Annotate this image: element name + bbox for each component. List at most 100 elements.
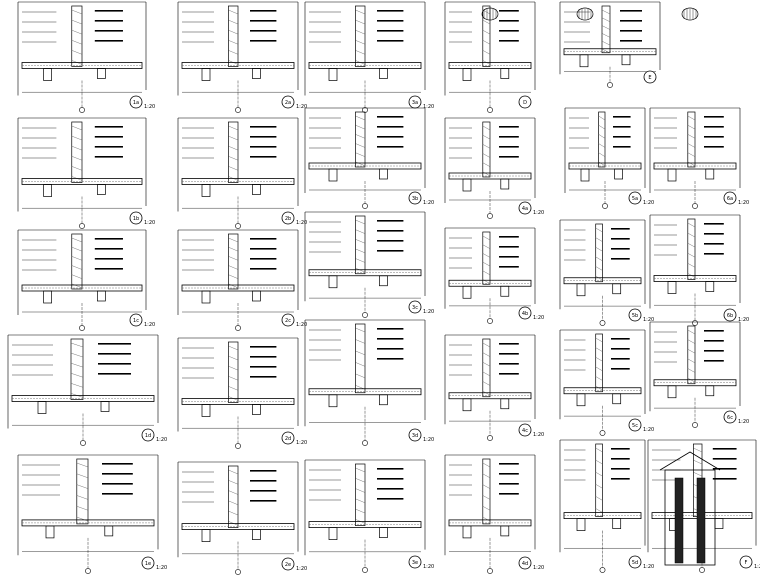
axis-bubble: [487, 318, 493, 324]
annotation-text-mark: [377, 498, 404, 500]
detail-tag-circle: [518, 95, 532, 109]
beam: [612, 518, 622, 529]
annotation-text-mark: [377, 136, 404, 138]
beam: [43, 184, 52, 197]
wall-hatch: [595, 227, 603, 233]
annotation-text-mark: [377, 328, 404, 330]
detail-tag: 5a: [632, 196, 638, 202]
wall-hatch: [601, 40, 611, 46]
annotation-text-mark: [94, 268, 123, 270]
detail-tag: 4c: [522, 428, 528, 434]
axis-bubble: [699, 567, 705, 573]
detail-scale: 1:20: [156, 565, 167, 571]
wall-hatch: [71, 19, 83, 25]
annotation-text-mark: [377, 348, 404, 350]
wall-hatch: [355, 258, 366, 263]
detail-tag: D: [523, 100, 527, 106]
wall-hatch: [228, 469, 239, 475]
detail-scale: 1:20: [296, 322, 307, 328]
detail-tag-circle: [518, 556, 532, 570]
annotation-text-mark: [250, 490, 277, 492]
beam: [201, 184, 211, 197]
wall-hatch: [228, 166, 239, 171]
wall: [228, 5, 239, 67]
wall-hatch: [71, 9, 83, 15]
detail-3a: 3a1:20: [304, 1, 434, 113]
beam: [379, 394, 388, 406]
detail-tag: 4a: [522, 206, 528, 212]
annotation-text-mark: [499, 146, 519, 148]
wall-hatch: [482, 362, 491, 367]
annotation-text-mark: [712, 478, 737, 480]
beam: [462, 398, 472, 412]
axis-bubble: [362, 203, 368, 209]
wall-hatch: [228, 19, 239, 25]
wall: [601, 5, 611, 54]
detail-tag-circle: [739, 555, 753, 569]
wall-hatch: [482, 50, 491, 55]
annotation-text-mark: [250, 40, 277, 42]
beam: [97, 184, 106, 195]
annotation-text-mark: [499, 246, 519, 248]
wall-hatch: [482, 125, 491, 131]
annotation-text-mark: [620, 20, 642, 22]
wall-hatch: [228, 510, 239, 516]
beam: [705, 281, 715, 292]
wall: [482, 458, 491, 525]
axis-bubble: [79, 223, 85, 229]
annotation-text-mark: [613, 126, 631, 128]
annotation-text-mark: [250, 376, 277, 378]
beam: [500, 525, 510, 537]
details-layer: 1a1:202a1:203a1:20DE1b1:202b1:203b1:204a…: [7, 1, 760, 575]
wall: [355, 463, 366, 526]
wall-hatch: [598, 115, 606, 121]
beam: [201, 290, 211, 304]
detail-scale: 1:20: [643, 564, 654, 570]
annotation-text-mark: [499, 136, 519, 138]
wall-hatch: [693, 472, 703, 477]
axis-bubble: [487, 435, 493, 441]
beam: [667, 281, 677, 294]
detail-scale: 1:20: [144, 104, 155, 110]
detail-tag-circle: [129, 313, 143, 327]
annotation-text-mark: [102, 493, 133, 495]
wall-hatch: [482, 381, 491, 386]
annotation-text-mark: [377, 126, 404, 128]
detail-tag-circle: [281, 95, 295, 109]
detail-tag: 1a: [133, 100, 139, 106]
wall-hatch: [482, 162, 491, 167]
wall-hatch: [687, 161, 696, 167]
detail-tag-circle: [723, 308, 737, 322]
wall-hatch: [595, 447, 603, 453]
wall-hatch: [228, 283, 239, 289]
beam: [252, 290, 261, 302]
axis-bubble: [692, 422, 698, 428]
wall-hatch: [482, 342, 491, 348]
wall-hatch: [355, 339, 366, 344]
annotation-text-mark: [704, 243, 724, 245]
wall-hatch: [595, 256, 603, 262]
detail-2a: 2a1:20: [177, 1, 307, 113]
detail-scale: 1:20: [533, 432, 544, 438]
beam: [379, 275, 388, 287]
detail-tag-circle: [723, 191, 737, 205]
beam: [462, 68, 472, 81]
annotation-text-mark: [611, 448, 630, 450]
annotation-text-mark: [250, 238, 277, 240]
detail-tag: 1e: [145, 561, 151, 567]
annotation-text-mark: [704, 136, 724, 138]
wall-hatch: [71, 274, 83, 279]
annotation-text-mark: [704, 330, 724, 332]
detail-tag-circle: [518, 306, 532, 320]
detail-6a: 6a1:20: [649, 107, 749, 209]
wall: [687, 218, 696, 280]
wall-hatch: [228, 480, 239, 485]
annotation-text-mark: [250, 480, 277, 482]
beam: [252, 404, 261, 415]
wall: [355, 111, 366, 168]
detail-scale: 1:20: [533, 315, 544, 321]
wall-hatch: [71, 145, 83, 151]
wall-hatch: [355, 40, 366, 45]
wall-hatch: [482, 371, 491, 377]
detail-tag: 2d: [285, 436, 291, 442]
